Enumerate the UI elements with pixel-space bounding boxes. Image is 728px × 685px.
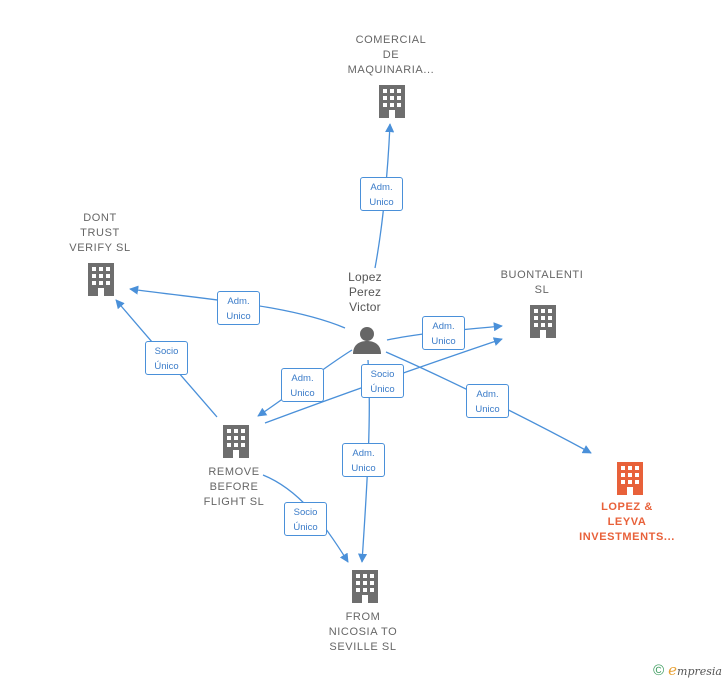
edge-label-person-comercial: Adm. Unico	[360, 177, 403, 211]
brand-name: mpresia	[677, 665, 722, 678]
edge-label-person-nicosia: Adm. Unico	[342, 443, 385, 477]
edge-label-remove-buontalenti: Socio Único	[361, 364, 404, 398]
edge-label-person-lopez-leyva: Adm. Unico	[466, 384, 509, 418]
building-icon	[352, 570, 378, 603]
edge-label-person-dont-trust: Adm. Unico	[217, 291, 260, 325]
node-label-buontalenti[interactable]: BUONTALENTI SL	[500, 269, 584, 296]
edge-label-person-remove: Adm. Unico	[281, 368, 324, 402]
building-icon	[530, 305, 556, 338]
node-label-nicosia[interactable]: FROM NICOSIA TO SEVILLE SL	[328, 611, 398, 653]
copyright-icon: ©	[653, 661, 665, 679]
building-icon	[88, 263, 114, 296]
edge-label-remove-nicosia: Socio Único	[284, 502, 327, 536]
person-icon	[353, 327, 381, 354]
node-label-remove[interactable]: REMOVE BEFORE FLIGHT SL	[203, 466, 265, 508]
building-icon	[379, 85, 405, 118]
brand-initial: e	[668, 661, 678, 679]
node-label-comercial[interactable]: COMERCIAL DE MAQUINARIA...	[347, 34, 435, 76]
brand-logo[interactable]: empresia	[668, 661, 722, 679]
edge-label-person-buontalenti: Adm. Unico	[422, 316, 465, 350]
building-icon	[617, 462, 643, 495]
edge-label-remove-dont-trust: Socio Único	[145, 341, 188, 375]
building-icon	[223, 425, 249, 458]
person-name[interactable]: Lopez Perez Victor	[348, 270, 382, 314]
node-label-lopez-leyva[interactable]: LOPEZ & LEYVA INVESTMENTS...	[579, 501, 675, 543]
footer-brand: © empresia	[653, 661, 722, 679]
node-label-dont-trust[interactable]: DONT TRUST VERIFY SL	[69, 212, 131, 254]
